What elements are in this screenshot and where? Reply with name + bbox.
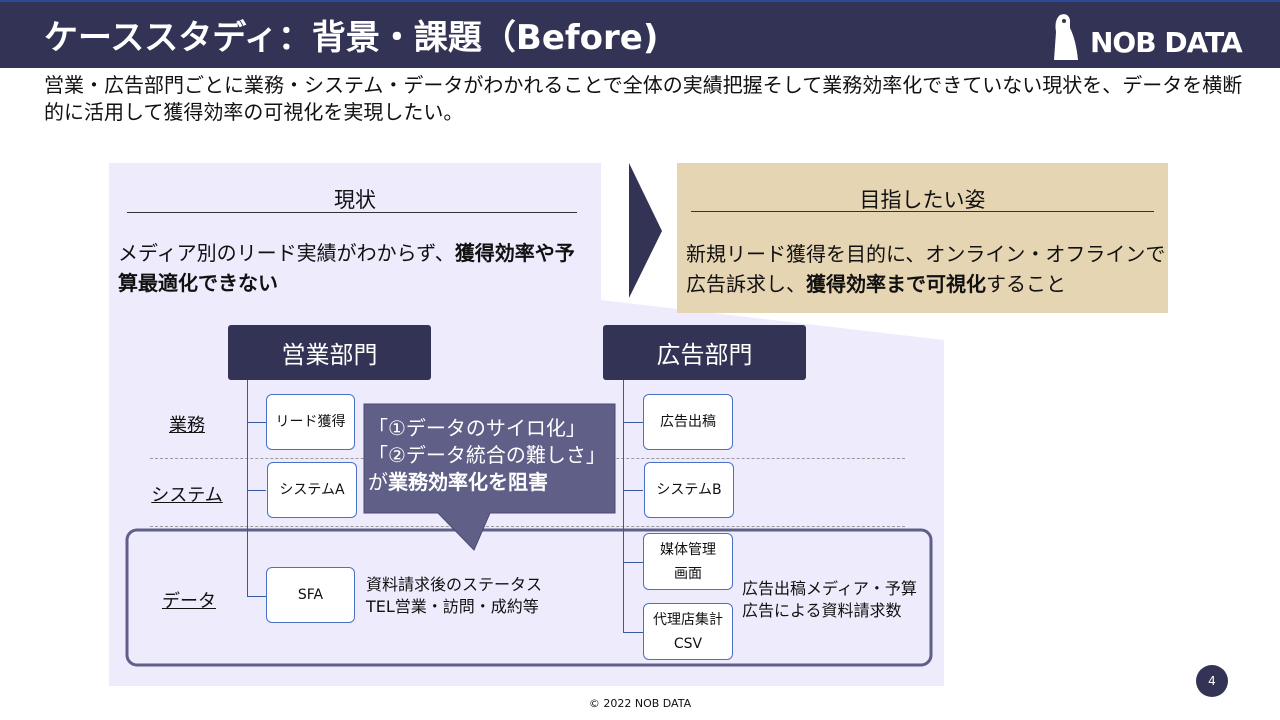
callout-bubble [363, 403, 616, 551]
intro-text: 営業・広告部門ごとに業務・システム・データがわかれることで全体の実績把握そして業… [44, 73, 1243, 124]
box-system-a: システムA [267, 462, 357, 518]
goal-text-plain: すること [986, 272, 1066, 296]
divider [127, 212, 577, 213]
goal-text-plain: 広告訴求し、 [686, 272, 806, 296]
connector [623, 490, 643, 491]
box-line: 媒体管理 [660, 541, 716, 558]
goal-text-bold: 獲得効率まで [806, 272, 926, 296]
goal-text: 新規リード獲得を目的に、オンライン・オフラインで広告訴求し、獲得効率まで可視化す… [686, 239, 1166, 299]
box-agency-csv: 代理店集計 CSV [643, 603, 733, 660]
connector [247, 490, 266, 491]
callout-bold: 業務効率化を阻害 [388, 470, 548, 494]
sales-data-note: 資料請求後のステータス TEL営業・訪問・成約等 [366, 574, 542, 618]
box-line: CSV [673, 635, 703, 652]
callout-text: 「①データのサイロ化」「②データ統合の難しさ」が業務効率化を阻害 [368, 415, 606, 496]
box-line: 画面 [674, 565, 702, 582]
box-system-b: システムB [644, 462, 734, 518]
callout-line: 「②データ統合の難しさ」 [368, 443, 606, 467]
note-line: TEL営業・訪問・成約等 [366, 597, 539, 616]
note-line: 資料請求後のステータス [366, 575, 543, 594]
connector [623, 380, 624, 632]
row-label-data: データ [162, 591, 216, 612]
ads-data-note: 広告出稿メディア・予算広告による資料請求数 [742, 578, 917, 622]
row-label-work: 業務 [169, 415, 205, 436]
page-number: 4 [1196, 665, 1228, 697]
row-divider [150, 526, 905, 527]
connector [247, 380, 248, 596]
note-line: 広告による資料請求数 [742, 601, 902, 620]
goal-line1: 新規リード獲得を目的に、オンライン・オフラインで [686, 242, 1166, 266]
logo-text: NOB DATA [1090, 26, 1243, 59]
current-text-bold: 獲得効率や予算最適化できない [118, 241, 575, 295]
data-group-frame [125, 528, 933, 667]
callout-line: が [368, 470, 388, 494]
connector [623, 422, 643, 423]
arrow-right-icon [629, 163, 662, 298]
current-title: 現状 [334, 188, 376, 212]
divider [691, 211, 1154, 212]
slide-title: ケーススタディ：背景・課題（Before) [44, 18, 659, 58]
callout-line: 「①データのサイロ化」 [368, 416, 586, 440]
note-line: 広告出稿メディア・予算 [742, 579, 917, 598]
row-label-system: システム [151, 485, 223, 506]
goal-text-bold: 可視化 [926, 272, 986, 296]
current-text: メディア別のリード実績がわからず、獲得効率や予算最適化できない [118, 238, 593, 298]
goal-title: 目指したい姿 [859, 188, 986, 212]
current-text-plain: メディア別のリード実績がわからず、 [118, 241, 455, 265]
box-sfa: SFA [266, 567, 355, 623]
box-lead-acquisition: リード獲得 [266, 394, 355, 450]
box-media-management: 媒体管理画面 [643, 533, 733, 590]
box-ad-placement: 広告出稿 [643, 394, 733, 450]
box-line: 代理店集計 [653, 611, 723, 628]
connector [623, 562, 643, 563]
logo-icon [1054, 14, 1078, 61]
connector [623, 632, 643, 633]
connector [247, 596, 266, 597]
ads-department: 広告部門 [603, 325, 806, 380]
goal-panel [677, 163, 1168, 313]
connector [247, 422, 266, 423]
sales-department: 営業部門 [228, 325, 431, 380]
copyright: © 2022 NOB DATA [588, 697, 692, 710]
